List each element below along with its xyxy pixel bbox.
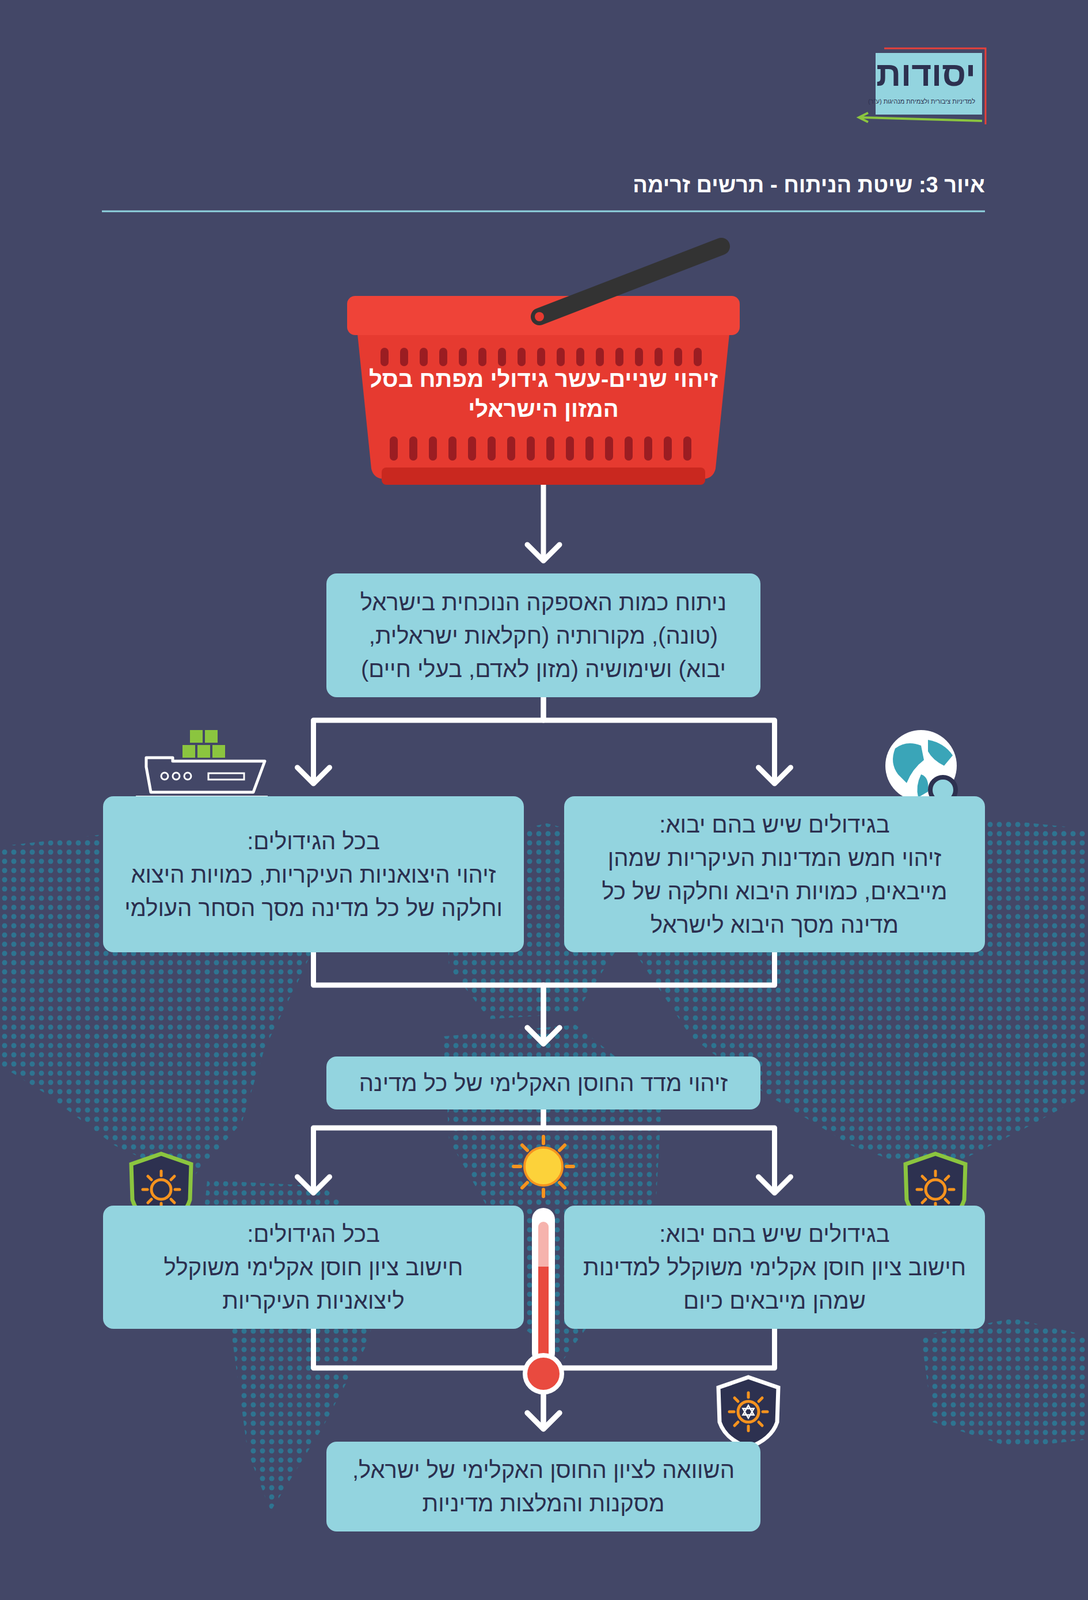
flow-arrow	[313, 952, 544, 1044]
flow-arrow	[543, 697, 775, 784]
basket-slot	[458, 347, 467, 367]
basket-body	[357, 333, 730, 479]
process-box: בכל הגידולים:חישוב ציון חוסן אקלימי משוק…	[103, 1205, 524, 1329]
basket-slot	[526, 436, 535, 461]
basket-slot	[624, 436, 633, 461]
box-text: ניתוח כמות האספקה הנוכחית בישראל (טונה),…	[343, 585, 744, 686]
box-heading: בכל הגידולים:	[120, 1216, 507, 1251]
process-box: ניתוח כמות האספקה הנוכחית בישראל (טונה),…	[326, 573, 761, 698]
logo-subtitle: למדיניות ציבורית ולצמיחת מנהיגות (ע"ר)	[868, 97, 976, 105]
basket-slot	[556, 347, 565, 367]
basket-slot	[380, 347, 389, 367]
title-rule	[101, 210, 985, 213]
basket-slot	[497, 347, 507, 367]
process-box: בגידולים שיש בהם יבוא:חישוב ציון חוסן אק…	[564, 1205, 985, 1329]
box-text: זיהוי מדד החוסן האקלימי של כל מדינה	[343, 1066, 744, 1100]
basket-slot	[634, 347, 644, 367]
basket-slot	[595, 347, 604, 367]
box-heading: בכל הגידולים:	[120, 824, 507, 858]
process-box: בגידולים שיש בהם יבוא:זיהוי חמש המדינות …	[564, 796, 985, 953]
basket-slot	[585, 436, 594, 461]
figure-title: איור 3: שיטת הניתוח - תרשים זרימה	[632, 172, 985, 198]
basket-slot	[693, 347, 702, 367]
basket-slot	[419, 347, 428, 367]
basket-slot	[644, 436, 653, 461]
basket-slot	[468, 436, 477, 461]
basket-slot	[674, 347, 683, 367]
basket-handle	[539, 246, 722, 317]
basket-slot	[448, 436, 457, 461]
box-text: זיהוי שניים-עשר גידולי מפתח בסל המזון הי…	[362, 363, 725, 424]
basket-slot	[615, 347, 624, 367]
basket-node: זיהוי שניים-עשר גידולי מפתח בסל המזון הי…	[347, 295, 740, 485]
basket-foot	[381, 467, 706, 485]
basket-slot	[517, 347, 526, 367]
flow-arrow	[313, 697, 544, 784]
flow-arrow	[313, 1328, 544, 1429]
basket-slot	[428, 436, 437, 461]
process-box: בכל הגידולים:זיהוי היצואניות העיקריות, כ…	[103, 796, 524, 953]
basket-slot	[605, 436, 614, 461]
basket-slot	[654, 347, 663, 367]
israel-shield-icon	[718, 1376, 779, 1448]
basket-slot	[439, 347, 448, 367]
basket-slot	[487, 436, 496, 461]
basket-slot	[478, 347, 487, 367]
box-text: זיהוי חמש המדינות העיקריות שמהן מייבאים,…	[581, 841, 968, 942]
box-heading: בגידולים שיש בהם יבוא:	[581, 807, 968, 842]
process-box: זיהוי מדד החוסן האקלימי של כל מדינה	[326, 1056, 761, 1110]
flow-arrow	[543, 1109, 775, 1193]
thermometer-icon	[525, 1207, 562, 1392]
basket-slot	[663, 436, 672, 461]
box-text: השוואה לציון החוסן האקלימי של ישראל, מסק…	[343, 1452, 744, 1520]
basket-slot	[576, 347, 585, 367]
ship-icon	[135, 729, 268, 797]
basket-slot	[546, 436, 555, 461]
basket-slot	[683, 436, 692, 461]
logo	[858, 48, 986, 125]
flow-arrow	[543, 952, 775, 1044]
flow-arrow	[313, 1109, 544, 1193]
basket-slot	[400, 347, 409, 367]
handle-pivot	[534, 312, 544, 322]
flow-arrow	[541, 484, 547, 561]
box-text: חישוב ציון חוסן אקלימי משוקלל למדינות שמ…	[581, 1250, 968, 1318]
box-text: זיהוי היצואניות העיקריות, כמויות היצוא ו…	[120, 857, 507, 925]
basket-slot	[565, 436, 574, 461]
basket-rim	[347, 295, 740, 336]
logo-name: יסודות	[876, 54, 976, 94]
sun-icon	[513, 1136, 574, 1197]
basket-slot	[537, 347, 546, 367]
process-box: השוואה לציון החוסן האקלימי של ישראל, מסק…	[326, 1441, 761, 1532]
basket-slot	[409, 436, 418, 461]
basket-slot	[507, 436, 516, 461]
basket-slot	[389, 436, 398, 461]
box-heading: בגידולים שיש בהם יבוא:	[581, 1216, 968, 1251]
box-text: חישוב ציון חוסן אקלימי משוקלל ליצואניות …	[120, 1250, 507, 1318]
